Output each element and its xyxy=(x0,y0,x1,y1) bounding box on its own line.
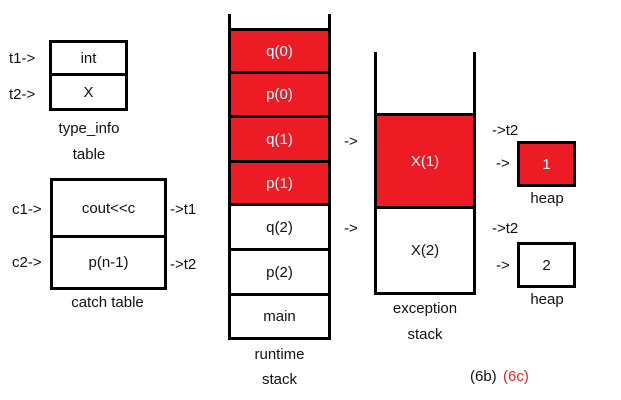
runtime-frame: p(1) xyxy=(228,160,331,206)
arrow-runtime-to-exception-1: -> xyxy=(344,133,358,150)
catch-row-label: p(n-1) xyxy=(88,254,129,271)
exception-stack-caption-line1: exception xyxy=(392,300,458,317)
catch-row-cout: cout<<c xyxy=(50,178,167,238)
exception-frame-x2: X(2) xyxy=(374,206,476,295)
type-info-row-label: int xyxy=(80,49,97,67)
heap-caption-2: heap xyxy=(530,291,564,308)
catch-pointer-c2: c2-> xyxy=(12,254,42,271)
runtime-frame: q(1) xyxy=(228,115,331,163)
runtime-frame-label: main xyxy=(263,308,296,325)
runtime-frame: main xyxy=(228,293,331,340)
arrow-runtime-to-exception-2: -> xyxy=(344,220,358,237)
exception-stack-right-wall xyxy=(473,52,476,116)
exception-frame-label: X(1) xyxy=(410,152,440,170)
runtime-frame: q(0) xyxy=(228,28,331,74)
catch-row-label: cout<<c xyxy=(81,199,136,217)
type-info-pointer-t2: t2-> xyxy=(9,86,36,103)
type-info-row-label: X xyxy=(83,83,94,101)
exception-frame-label: X(2) xyxy=(410,242,440,259)
runtime-frame: p(2) xyxy=(228,248,331,296)
runtime-frame-label: p(2) xyxy=(266,263,293,281)
heap-object-value: 2 xyxy=(542,256,551,274)
exception-stack-left-wall xyxy=(374,52,377,116)
catch-row-p-n-1: p(n-1) xyxy=(50,235,167,290)
exception-stack-caption-line2: stack xyxy=(407,326,443,343)
runtime-frame-label: p(1) xyxy=(266,174,293,192)
exception-frame-x1: X(1) xyxy=(374,113,476,209)
runtime-frame-label: q(1) xyxy=(266,130,293,148)
runtime-frame-label: q(0) xyxy=(266,42,293,60)
type-info-pointer-t1: t1-> xyxy=(9,50,36,67)
heap-object-1: 1 xyxy=(517,141,576,187)
runtime-frame-label: q(2) xyxy=(266,218,293,236)
runtime-stack-caption-line2: stack xyxy=(261,371,297,388)
heap-pointer-label-2: ->t2 xyxy=(492,220,519,237)
catch-target-t2: ->t2 xyxy=(170,256,197,273)
heap-arrow-1: -> xyxy=(496,155,510,172)
heap-pointer-label-1: ->t2 xyxy=(492,122,519,139)
catch-pointer-c1: c1-> xyxy=(12,201,42,218)
type-info-row-x: X xyxy=(49,73,128,111)
heap-arrow-2: -> xyxy=(496,257,510,274)
heap-object-2: 2 xyxy=(517,242,576,288)
runtime-frame: q(2) xyxy=(228,203,331,251)
runtime-frame: p(0) xyxy=(228,71,331,118)
runtime-frame-label: p(0) xyxy=(266,86,293,103)
catch-target-t1: ->t1 xyxy=(170,201,197,218)
heap-object-value: 1 xyxy=(542,155,551,173)
type-info-row-int: int xyxy=(49,40,128,76)
runtime-stack-caption-line1: runtime xyxy=(254,346,305,363)
type-info-caption-line1: type_info xyxy=(58,120,120,137)
figure-label-6c: (6c) xyxy=(503,368,529,385)
catch-table-caption: catch table xyxy=(71,294,144,311)
figure-label-6b: (6b) xyxy=(470,368,497,385)
heap-caption-1: heap xyxy=(530,190,564,207)
type-info-caption-line2: table xyxy=(72,146,106,163)
